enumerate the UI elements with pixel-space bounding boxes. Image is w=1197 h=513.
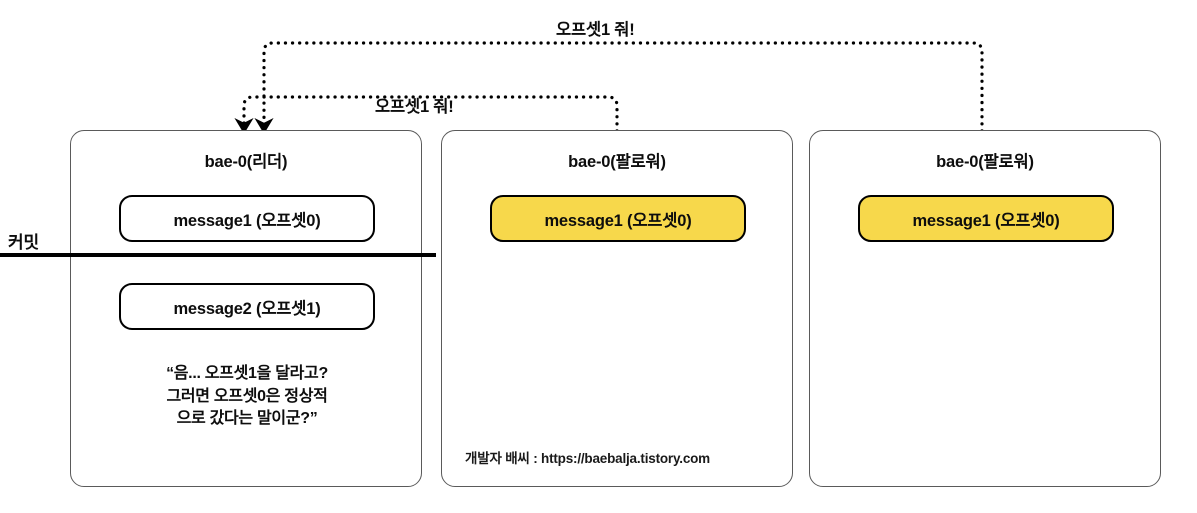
- commit-label: 커밋: [8, 233, 39, 252]
- broker-title-follower-2: bae-0(팔로워): [936, 153, 1034, 171]
- leader-quote-line-1: 그러면 오프셋0은 정상적: [166, 387, 328, 405]
- commit-line: [0, 253, 436, 257]
- arrow-label-top: 오프셋1 줘!: [556, 21, 635, 39]
- leader-quote: “음... 오프셋1을 달라고? 그러면 오프셋0은 정상적 으로 갔다는 말이…: [97, 363, 397, 431]
- arrow-label-middle: 오프셋1 줘!: [375, 98, 454, 116]
- offset-request-path-follower2: [254, 41, 984, 134]
- broker-title-follower-1: bae-0(팔로워): [568, 153, 666, 171]
- broker-box-follower-1[interactable]: bae-0(팔로워) message1 (오프셋0) 개발자 배씨 : http…: [441, 130, 793, 487]
- leader-quote-line-0: “음... 오프셋1을 달라고?: [166, 365, 328, 382]
- message-pill-follower-2-0[interactable]: message1 (오프셋0): [858, 195, 1114, 242]
- leader-quote-line-2: 으로 갔다는 말이군?”: [176, 410, 318, 428]
- broker-box-follower-2[interactable]: bae-0(팔로워) message1 (오프셋0): [809, 130, 1161, 487]
- broker-box-leader[interactable]: bae-0(리더) message1 (오프셋0) message2 (오프셋1…: [70, 130, 422, 487]
- message-pill-leader-1[interactable]: message2 (오프셋1): [119, 283, 375, 330]
- broker-title-leader: bae-0(리더): [204, 153, 288, 171]
- message-pill-follower-1-0[interactable]: message1 (오프셋0): [490, 195, 746, 242]
- message-pill-leader-0[interactable]: message1 (오프셋0): [119, 195, 375, 242]
- credit-text: 개발자 배씨 : https://baebalja.tistory.com: [465, 451, 710, 466]
